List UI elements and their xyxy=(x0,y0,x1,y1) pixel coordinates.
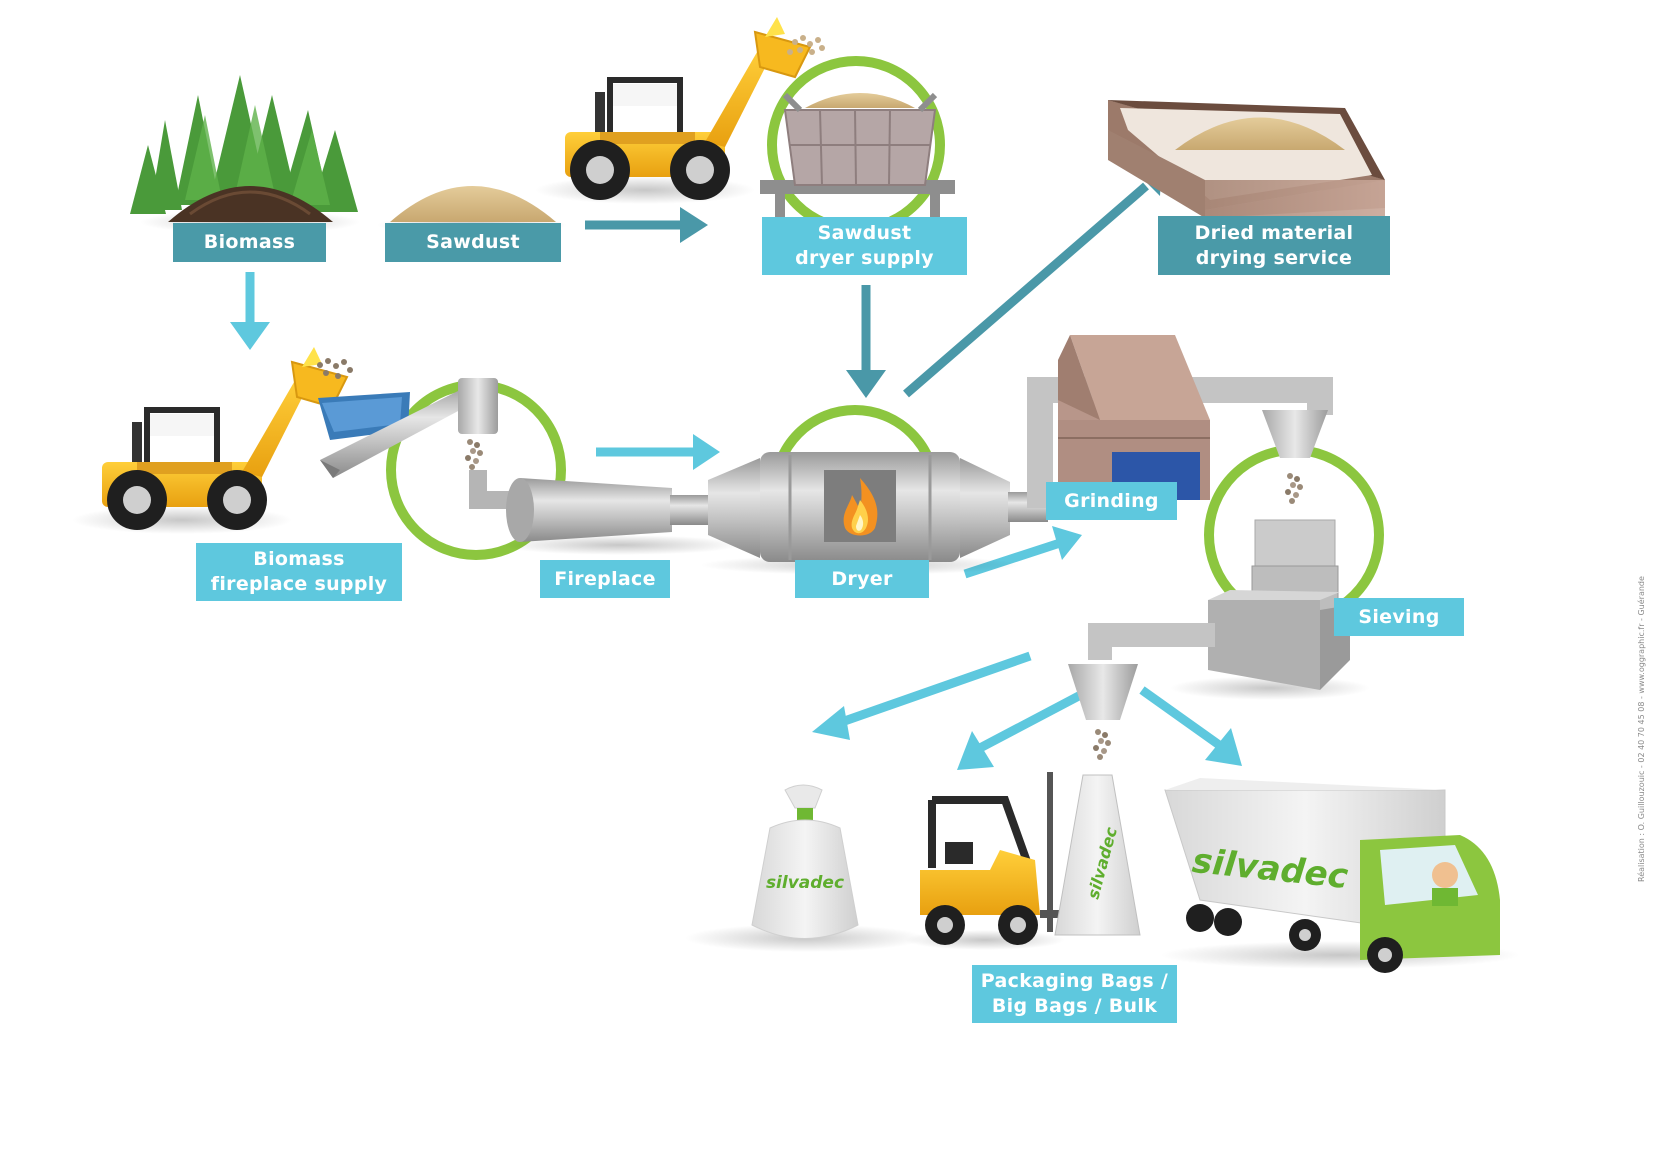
delivery-truck-icon: silvadec xyxy=(1160,778,1520,973)
label-sieving-text: Sieving xyxy=(1358,605,1440,628)
label-biomass-text: Biomass xyxy=(203,231,296,253)
dried-material-tray-icon xyxy=(1108,100,1385,218)
flame-icon xyxy=(843,478,878,536)
label-dried-material-line1: Dried material xyxy=(1194,221,1354,244)
label-sawdust-dryer-supply: Sawdust dryer supply xyxy=(762,217,967,275)
label-grinding: Grinding xyxy=(1046,482,1177,520)
rotary-dryer-icon xyxy=(700,405,1048,575)
label-dried-material-line2: drying service xyxy=(1195,246,1353,269)
label-packaging: Packaging Bags / Big Bags / Bulk xyxy=(972,965,1177,1023)
label-fireplace: Fireplace xyxy=(540,560,670,598)
forest-icon xyxy=(130,75,360,234)
label-biomass-fireplace-supply-line1: Biomass xyxy=(253,548,345,570)
label-dryer-text: Dryer xyxy=(831,567,893,590)
label-sawdust: Sawdust xyxy=(385,223,561,262)
label-fireplace-text: Fireplace xyxy=(554,567,656,590)
burner-cyclone-icon xyxy=(500,478,740,555)
silvadec-logo-bag: silvadec xyxy=(766,873,844,893)
label-dried-material: Dried material drying service xyxy=(1158,216,1390,275)
sieve-machine-icon xyxy=(1068,410,1384,760)
label-packaging-line2: Big Bags / Bulk xyxy=(991,995,1158,1017)
label-sawdust-text: Sawdust xyxy=(426,231,520,253)
forklift-icon xyxy=(905,772,1125,950)
label-biomass-fireplace-supply: Biomass fireplace supply xyxy=(196,543,402,601)
label-dryer: Dryer xyxy=(795,560,929,598)
label-sieving: Sieving xyxy=(1334,598,1464,636)
label-sawdust-dryer-supply-line1: Sawdust xyxy=(817,222,912,244)
label-grinding-text: Grinding xyxy=(1064,489,1159,512)
bulk-silo-icon: silvadec xyxy=(1054,774,1141,936)
hopper-bin-icon xyxy=(760,56,955,234)
biomass-particles-icon xyxy=(317,358,353,379)
label-sawdust-dryer-supply-line2: dryer supply xyxy=(795,247,934,269)
label-biomass-fireplace-supply-line2: fireplace supply xyxy=(210,573,388,595)
biomass-loader-icon xyxy=(72,347,347,534)
label-packaging-line1: Packaging Bags / xyxy=(980,970,1169,992)
sawdust-particles-icon xyxy=(787,35,825,55)
big-bag-icon: silvadec xyxy=(685,784,925,952)
label-biomass: Biomass xyxy=(173,223,326,262)
wheel-loader-icon xyxy=(535,17,810,204)
credit-text: Réalisation : O. Guillouzouic - 02 40 70… xyxy=(1637,576,1646,882)
